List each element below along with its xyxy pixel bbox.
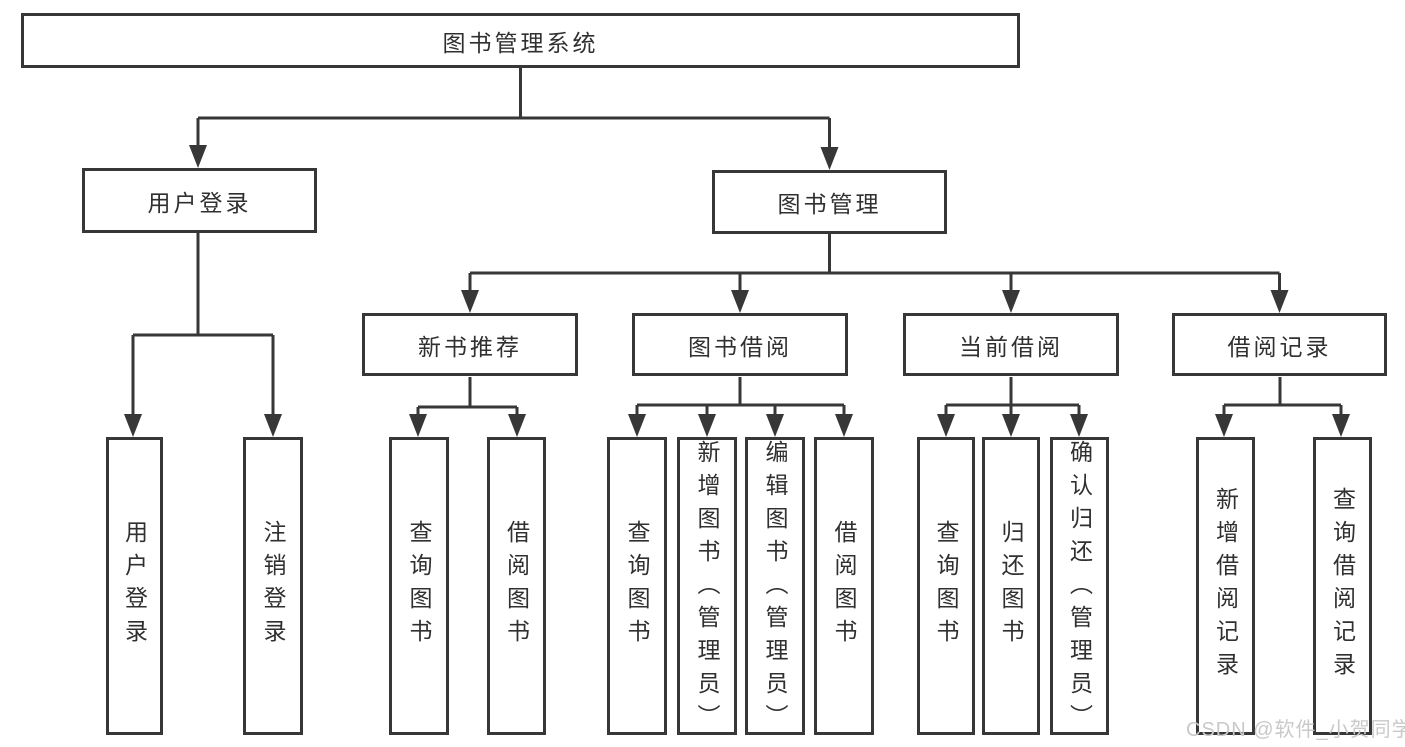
arrowhead-icon: [508, 414, 526, 437]
node-user-login: 用户登录: [82, 168, 317, 233]
arrowhead-icon: [731, 290, 749, 313]
arrowhead-icon: [124, 414, 142, 437]
node-book-borrow: 图书借阅: [632, 313, 848, 376]
leaf-query-books: 查询图书: [389, 437, 449, 735]
arrowhead-icon: [189, 145, 207, 168]
arrowhead-icon: [264, 414, 282, 437]
leaf-borrow-books: 借阅图书: [814, 437, 874, 735]
leaf-query-books: 查询图书: [607, 437, 667, 735]
arrowhead-icon: [766, 414, 784, 437]
leaf-confirm-return-admin: 确认归还（管理员）: [1050, 437, 1109, 735]
node-current-borrow: 当前借阅: [903, 313, 1119, 376]
leaf-logout: 注销登录: [243, 437, 303, 735]
arrowhead-icon: [628, 414, 646, 437]
csdn-watermark: CSDN @软件_小贺同学: [1186, 719, 1405, 741]
arrowhead-icon: [1270, 290, 1289, 313]
arrowhead-icon: [820, 147, 839, 170]
leaf-edit-books-admin: 编辑图书（管理员）: [745, 437, 805, 735]
arrowhead-icon: [835, 414, 853, 437]
arrowhead-icon: [937, 414, 955, 437]
leaf-query-borrow-record: 查询借阅记录: [1313, 437, 1372, 735]
leaf-user-login: 用户登录: [106, 437, 163, 735]
leaf-add-borrow-record: 新增借阅记录: [1196, 437, 1255, 735]
arrowhead-icon: [1332, 414, 1350, 437]
arrowhead-icon: [409, 414, 427, 437]
arrowhead-icon: [1002, 290, 1020, 313]
node-new-book-recommend: 新书推荐: [362, 313, 578, 376]
leaf-borrow-books: 借阅图书: [487, 437, 546, 735]
arrowhead-icon: [1070, 414, 1088, 437]
leaf-add-books-admin: 新增图书（管理员）: [677, 437, 737, 735]
arrowheads: [124, 145, 1350, 437]
arrowhead-icon: [698, 414, 716, 437]
leaf-query-books: 查询图书: [917, 437, 975, 735]
node-borrow-records: 借阅记录: [1172, 313, 1387, 376]
arrowhead-icon: [461, 290, 479, 313]
arrowhead-icon: [1002, 414, 1020, 437]
connector-path: [131, 68, 1343, 420]
node-library-system: 图书管理系统: [21, 13, 1020, 68]
leaf-return-books: 归还图书: [982, 437, 1040, 735]
arrowhead-icon: [1215, 414, 1233, 437]
node-book-management: 图书管理: [712, 170, 947, 234]
